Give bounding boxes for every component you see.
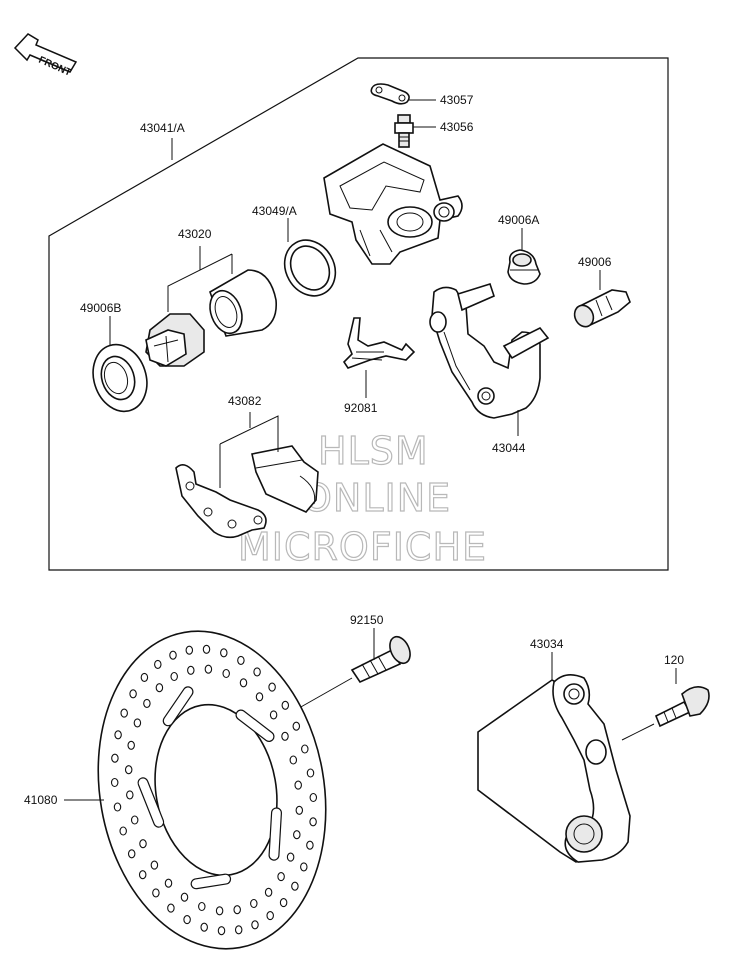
part-92150-disc-bolt [350, 635, 411, 684]
part-49006-slide-pin [573, 289, 631, 328]
part-49006B-dust-seal [92, 343, 148, 413]
label-41080: 41080 [24, 793, 58, 807]
part-43049A-piston-seal [283, 239, 337, 297]
part-120-bracket-bolt [654, 686, 710, 728]
part-43020-piston [209, 269, 278, 337]
part-49006A-boot [507, 249, 541, 285]
label-43049A: 43049/A [252, 204, 297, 218]
label-49006B: 49006B [80, 301, 121, 315]
front-arrow-icon: FRONT [13, 33, 78, 79]
label-43082: 43082 [228, 394, 262, 408]
label-120: 120 [664, 653, 684, 667]
label-43057: 43057 [440, 93, 474, 107]
part-43044-caliper-bracket [429, 283, 550, 419]
label-43034: 43034 [530, 637, 564, 651]
part-43082-brake-pads [175, 445, 319, 539]
part-piston-insert [145, 313, 205, 367]
label-92150: 92150 [350, 613, 384, 627]
watermark-line-3: MICROFICHE [238, 525, 487, 569]
label-43056: 43056 [440, 120, 474, 134]
part-caliper-body [323, 143, 463, 265]
watermark-line-1: HLSM [318, 429, 429, 473]
part-43057-bleeder-cap [370, 83, 410, 105]
label-43041A: 43041/A [140, 121, 185, 135]
label-92081: 92081 [344, 401, 378, 415]
label-43044: 43044 [492, 441, 526, 455]
part-43034-mounting-bracket [477, 674, 631, 863]
label-43020: 43020 [178, 227, 212, 241]
caliper-assembly-frame [48, 57, 669, 571]
part-92081-pad-spring [342, 317, 416, 369]
part-43056-bleeder-valve [394, 114, 414, 148]
label-49006: 49006 [578, 255, 612, 269]
part-41080-brake-disc [97, 630, 327, 950]
label-49006A: 49006A [498, 213, 539, 227]
watermark-line-2: ONLINE [302, 476, 451, 520]
